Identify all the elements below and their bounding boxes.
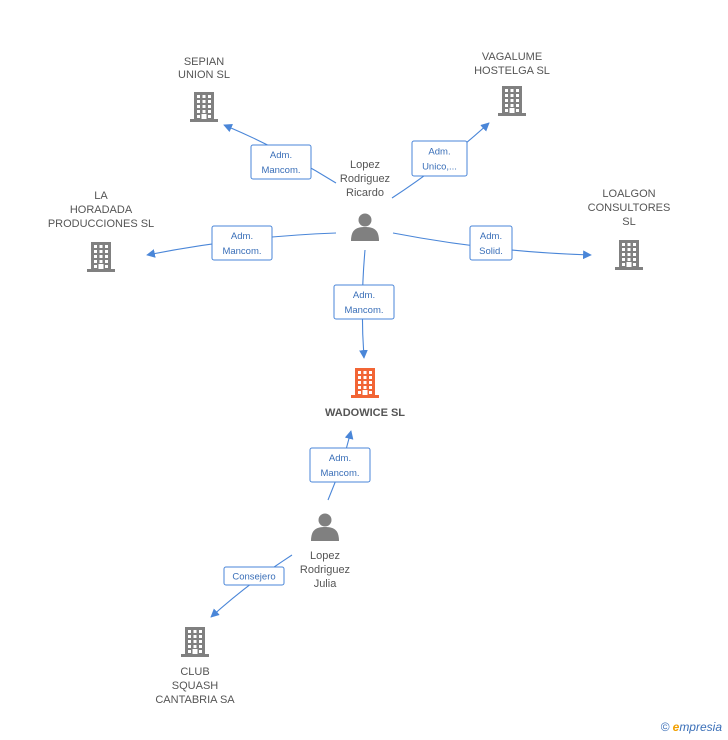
footer-brand: ©empresia	[661, 720, 722, 734]
node-label[interactable]: SEPIAN	[184, 56, 224, 68]
edge-label-ricardo-to-loalgon[interactable]: Adm. Solid.	[469, 225, 513, 261]
node-label[interactable]: SL	[622, 216, 635, 228]
edge-line	[210, 554, 293, 618]
edge-labels-layer: Adm. Mancom. Adm. Unico,... Adm. Mancom. Adm. S…	[211, 140, 513, 586]
edge-label-ricardo-to-wadowice[interactable]: Adm. Mancom.	[333, 284, 395, 320]
node-label[interactable]: HORADADA	[70, 204, 133, 216]
node-label[interactable]: Lopez	[310, 550, 340, 562]
edge-label-ricardo-to-horadada[interactable]: Adm. Mancom.	[211, 225, 273, 261]
node-label[interactable]: Rodriguez	[300, 564, 350, 576]
node-label[interactable]: CLUB	[180, 666, 209, 678]
node-wadowice[interactable]: WADOWICE SL	[325, 368, 405, 419]
node-label[interactable]: VAGALUME	[482, 51, 542, 63]
edge-label-text: Consejero	[232, 572, 275, 583]
edge-label-text: Solid.	[479, 246, 503, 257]
edge-label-julia-to-club[interactable]: Consejero	[223, 566, 285, 586]
brand-initial: e	[672, 720, 680, 734]
edge-label-box	[211, 225, 273, 261]
edge-label-box	[223, 566, 285, 586]
edge-label-text: Mancom.	[320, 468, 359, 479]
person-icon[interactable]	[311, 513, 339, 542]
building-icon[interactable]	[498, 86, 526, 116]
node-label[interactable]: Ricardo	[346, 187, 384, 199]
edge-label-text: Adm.	[329, 453, 351, 464]
edge-label-box	[469, 225, 513, 261]
edge-label-box	[309, 447, 371, 483]
edge-label-text: Mancom.	[222, 246, 261, 257]
node-label[interactable]: CANTABRIA SA	[155, 694, 235, 706]
node-label[interactable]: SQUASH	[172, 680, 219, 692]
node-label[interactable]: CONSULTORES	[588, 202, 671, 214]
building-icon[interactable]	[190, 92, 218, 122]
node-label[interactable]: LOALGON	[602, 188, 655, 200]
edge-label-text: Adm.	[231, 231, 253, 242]
node-label[interactable]: Rodriguez	[340, 173, 390, 185]
building-icon[interactable]	[351, 368, 379, 398]
edge-label-box	[250, 144, 312, 180]
edge-label-box	[333, 284, 395, 320]
node-label[interactable]: Lopez	[350, 159, 380, 171]
building-icon[interactable]	[615, 240, 643, 270]
node-label[interactable]: LA	[94, 190, 108, 202]
node-label[interactable]: HOSTELGA SL	[474, 65, 550, 77]
node-label[interactable]: UNION SL	[178, 69, 230, 81]
node-label[interactable]: Julia	[314, 578, 338, 590]
node-label[interactable]: WADOWICE SL	[325, 407, 405, 419]
edge-label-box	[411, 140, 468, 177]
edge-label-ricardo-to-vagalume[interactable]: Adm. Unico,...	[411, 140, 468, 177]
edge-julia-to-club	[210, 554, 293, 618]
node-club[interactable]: CLUB SQUASH CANTABRIA SA	[155, 627, 235, 706]
node-vagalume[interactable]: VAGALUME HOSTELGA SL	[474, 51, 550, 116]
edge-label-julia-to-wadowice[interactable]: Adm. Mancom.	[309, 447, 371, 483]
building-icon[interactable]	[181, 627, 209, 657]
node-label[interactable]: PRODUCCIONES SL	[48, 218, 154, 230]
edge-label-text: Unico,...	[422, 162, 457, 173]
node-horadada[interactable]: LA HORADADA PRODUCCIONES SL	[48, 190, 154, 272]
brand-name: mpresia	[679, 720, 722, 734]
edge-label-text: Adm.	[270, 150, 292, 161]
edge-label-text: Adm.	[480, 231, 502, 242]
edge-label-ricardo-to-sepian[interactable]: Adm. Mancom.	[250, 144, 312, 180]
node-loalgon[interactable]: LOALGON CONSULTORES SL	[588, 188, 671, 270]
edge-label-text: Adm.	[428, 147, 450, 158]
building-icon[interactable]	[87, 242, 115, 272]
person-icon[interactable]	[351, 213, 379, 242]
edge-label-text: Mancom.	[344, 305, 383, 316]
copyright-symbol: ©	[660, 720, 670, 734]
edge-label-text: Adm.	[353, 290, 375, 301]
edge-label-text: Mancom.	[261, 165, 300, 176]
